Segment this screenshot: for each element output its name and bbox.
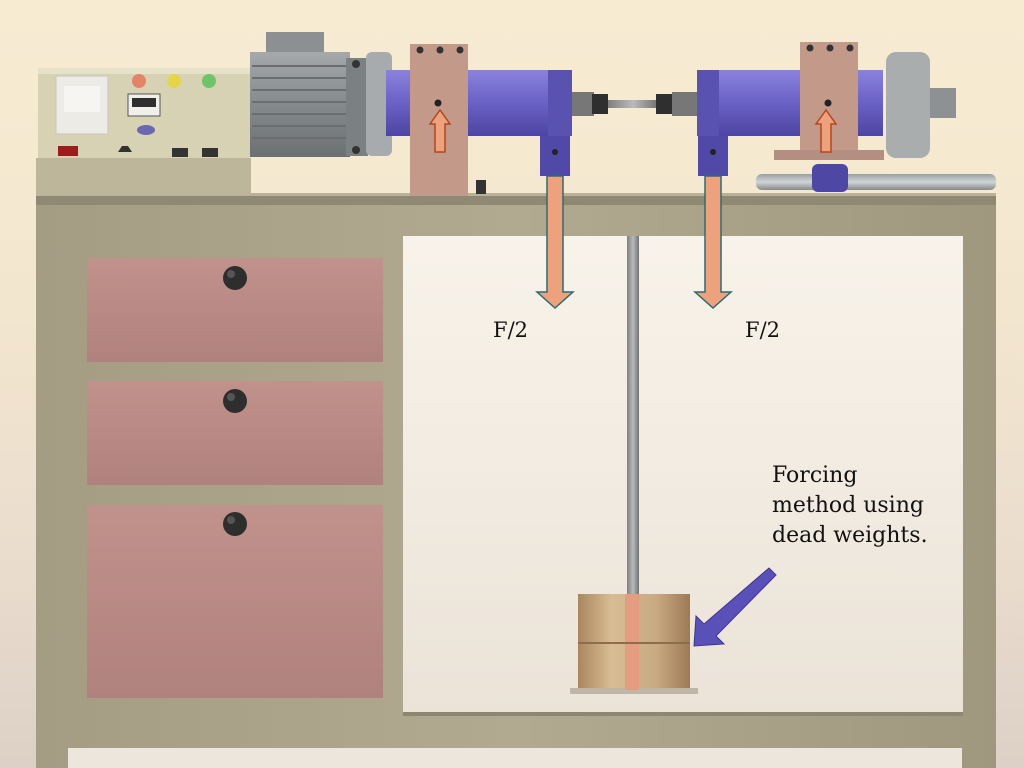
black-terminal xyxy=(202,148,218,157)
force-arrow-icon xyxy=(535,175,575,310)
guide-rail xyxy=(756,174,996,190)
bolt xyxy=(416,46,424,54)
bolt xyxy=(806,44,814,52)
note-line: Forcing xyxy=(772,463,858,488)
motor-flange xyxy=(346,58,368,156)
bolt xyxy=(846,44,854,52)
collet-left xyxy=(572,92,594,116)
force-label-right: F/2 xyxy=(745,318,781,342)
end-wheel xyxy=(886,52,930,158)
drawer-knob-icon[interactable] xyxy=(223,512,247,536)
force-label-left: F/2 xyxy=(493,318,529,342)
foot-block xyxy=(476,180,486,194)
pivot xyxy=(434,99,442,107)
pointer-arrow-icon xyxy=(693,567,777,647)
knob-highlight xyxy=(227,516,235,524)
collet-left-nut xyxy=(592,94,608,114)
motor-body xyxy=(250,52,350,157)
red-terminal xyxy=(58,146,78,156)
right-housing-end xyxy=(697,70,719,136)
table-top-highlight xyxy=(36,193,996,196)
knob-highlight xyxy=(227,270,235,278)
bolt xyxy=(456,46,464,54)
right-pedestal-base xyxy=(774,150,884,160)
reaction-arrow-icon xyxy=(814,108,838,153)
forcing-method-note: Forcing method using dead weights. xyxy=(772,461,972,551)
collet-right-nut xyxy=(656,94,672,114)
bolt xyxy=(436,46,444,54)
left-bearing-housing xyxy=(386,44,572,196)
bolt xyxy=(352,146,360,154)
control-box xyxy=(36,68,251,195)
motor-fins xyxy=(252,65,348,139)
force-arrow-icon xyxy=(693,175,733,310)
pivot xyxy=(552,149,558,155)
bolt xyxy=(352,60,360,68)
motor-terminal-box xyxy=(266,32,324,54)
bolt xyxy=(826,44,834,52)
logo-badge xyxy=(137,125,155,135)
dead-weight-stack xyxy=(570,236,698,694)
end-cap xyxy=(930,88,956,118)
knob-highlight xyxy=(227,393,235,401)
pivot xyxy=(710,149,716,155)
drawers xyxy=(87,258,383,698)
control-box-top xyxy=(38,68,250,74)
note-line: method using xyxy=(772,493,924,518)
note-line: dead weights. xyxy=(772,523,928,548)
control-box-base xyxy=(36,158,251,195)
red-button-icon[interactable] xyxy=(132,74,146,88)
yellow-button-icon[interactable] xyxy=(167,74,181,88)
force-arrows xyxy=(428,108,838,310)
specimen xyxy=(608,100,658,108)
toggle-switch-icon[interactable] xyxy=(118,146,132,152)
green-button-icon[interactable] xyxy=(202,74,216,88)
specimen-assembly xyxy=(572,92,698,116)
drawer-knob-icon[interactable] xyxy=(223,266,247,290)
base-panel xyxy=(68,748,962,768)
pivot xyxy=(824,99,832,107)
drawer-knob-icon[interactable] xyxy=(223,389,247,413)
right-hanger xyxy=(698,136,728,176)
motor-coupling xyxy=(366,52,392,156)
weight-hanger-plate xyxy=(570,688,698,694)
left-housing-end xyxy=(548,70,572,136)
rail-carriage xyxy=(812,164,848,192)
compartment-floor xyxy=(403,712,963,716)
black-terminal xyxy=(172,148,188,157)
drawer-bottom[interactable] xyxy=(87,505,383,698)
load-rod xyxy=(627,236,639,596)
switch-lever-icon[interactable] xyxy=(64,86,100,112)
counter-display xyxy=(132,98,156,107)
reaction-arrow-icon xyxy=(428,108,452,153)
motor xyxy=(250,32,392,157)
right-bearing-housing xyxy=(697,42,996,192)
left-hanger xyxy=(540,136,570,176)
collet-right xyxy=(672,92,698,116)
